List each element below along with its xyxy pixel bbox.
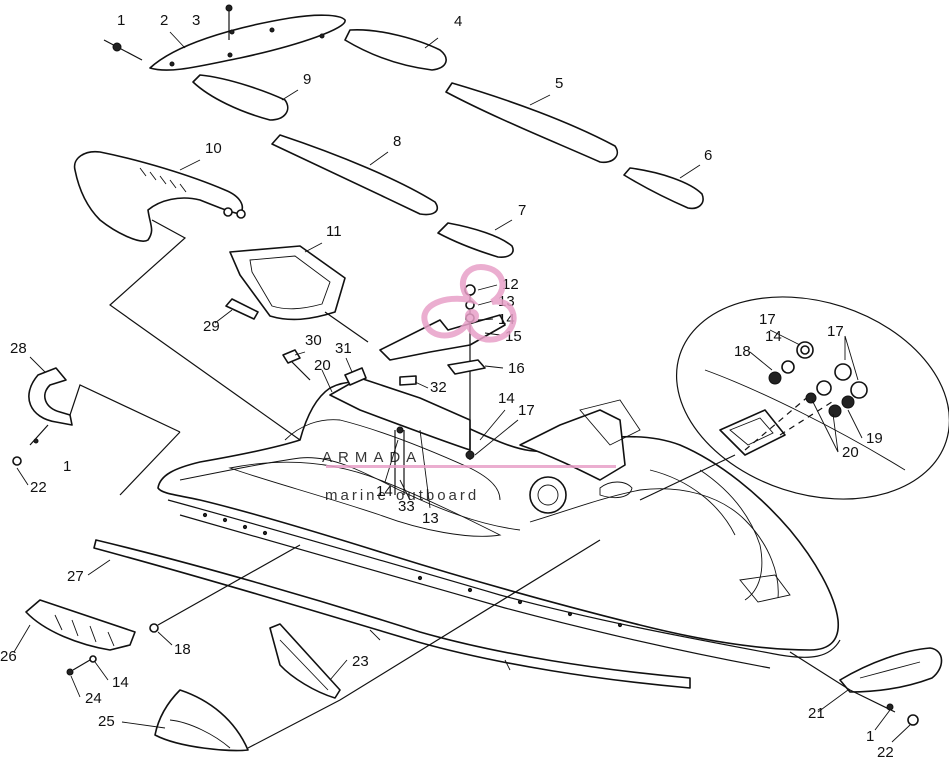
part-7-pad (437, 222, 514, 258)
callout-14-lower: 14 (112, 674, 129, 691)
leader-line-bin (324, 311, 369, 343)
callout-1: 1 (117, 12, 125, 29)
part-25-cover (154, 539, 601, 752)
callout-leaders (13, 31, 911, 743)
callout-27: 27 (67, 568, 84, 585)
callout-32: 32 (430, 379, 447, 396)
callout-7: 7 (518, 202, 526, 219)
part-32-tag (399, 375, 417, 386)
callout-1-left: 1 (63, 458, 71, 475)
callout-21: 21 (808, 705, 825, 722)
callout-20-hull: 20 (314, 357, 331, 374)
part-18-washer-lower (149, 623, 159, 633)
leader-line-handle (109, 219, 301, 441)
part-5-mat (445, 82, 619, 164)
callout-14-detail: 14 (765, 328, 782, 345)
callout-18: 18 (734, 343, 751, 360)
part-26-vent-plate (25, 599, 136, 651)
callout-5: 5 (555, 75, 563, 92)
part-21-bow-eye-plate (789, 647, 943, 726)
callout-1-right: 1 (866, 728, 874, 745)
hull-body (157, 377, 841, 669)
part-9-pad (192, 74, 289, 121)
part-31-clip (344, 367, 367, 386)
part-3-screw (225, 4, 233, 40)
callout-17: 17 (759, 311, 776, 328)
watermark-tagline: marine outboard (325, 487, 479, 504)
callout-24: 24 (85, 690, 102, 707)
callout-6: 6 (704, 147, 712, 164)
callout-4: 4 (454, 13, 462, 30)
callout-20: 20 (842, 444, 859, 461)
part-24-screw (66, 655, 97, 676)
callout-22: 22 (30, 479, 47, 496)
callout-14-steer: 14 (498, 390, 515, 407)
callout-17-detail: 17 (827, 323, 844, 340)
part-29-strap (225, 298, 259, 320)
part-27-rub-rail (93, 539, 691, 689)
part-2-cover (149, 14, 346, 71)
callout-28: 28 (10, 340, 27, 357)
part-10-handle-grip (73, 150, 246, 242)
callout-33: 33 (398, 498, 415, 515)
part-33-hose (394, 426, 405, 495)
part-4-pad (344, 29, 447, 71)
detail-magnified-view (639, 296, 949, 501)
part-30-fitting (282, 349, 311, 381)
callout-9: 9 (303, 71, 311, 88)
callout-29: 29 (203, 318, 220, 335)
callout-30: 30 (305, 332, 322, 349)
callout-2: 2 (160, 12, 168, 29)
callout-10: 10 (205, 140, 222, 157)
leader-line-washer (157, 544, 301, 626)
callout-17-steer: 17 (518, 402, 535, 419)
watermark-rule (326, 465, 616, 468)
callout-3: 3 (192, 12, 200, 29)
callout-22-right: 22 (877, 744, 894, 761)
callout-16: 16 (508, 360, 525, 377)
watermark: ARMADA marine outboard (322, 264, 616, 504)
part-11-storage-bin (229, 245, 346, 321)
callout-8: 8 (393, 133, 401, 150)
callout-31: 31 (335, 340, 352, 357)
callout-14-hull: 14 (376, 483, 393, 500)
callout-26: 26 (0, 648, 17, 665)
callout-11: 11 (326, 223, 342, 240)
callout-18-lower: 18 (174, 641, 191, 658)
callout-19: 19 (866, 430, 883, 447)
part-6-pad (623, 167, 704, 210)
watermark-logo-icon (421, 264, 517, 343)
part-1-bolt-top (103, 39, 143, 61)
callout-25: 25 (98, 713, 115, 730)
part-8-mat (271, 134, 439, 216)
part-23-panel (269, 623, 341, 699)
callout-23: 23 (352, 653, 369, 670)
callout-12: 12 (502, 276, 519, 293)
part-28-bracket (12, 367, 181, 496)
watermark-brand: ARMADA (322, 449, 422, 466)
callout-13-lower: 13 (422, 510, 439, 527)
